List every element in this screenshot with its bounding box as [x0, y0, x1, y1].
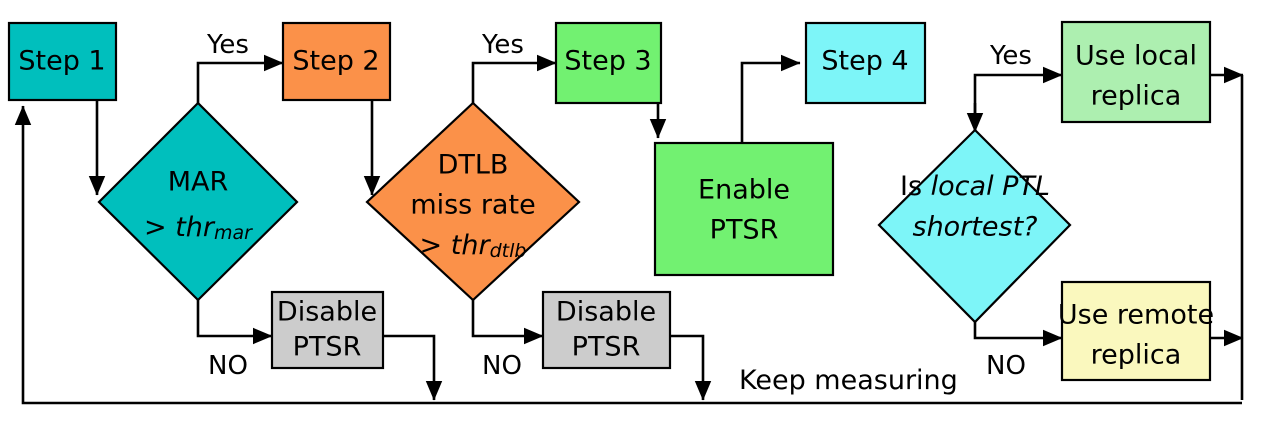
disable-ptsr-2-line2: PTSR: [572, 332, 641, 363]
step2-label: Step 2: [292, 46, 379, 77]
edge-mar-no-to-disable1: [196, 300, 273, 345]
edge-label-ptl-no: NO: [986, 351, 1026, 381]
step2-rect[interactable]: [281, 21, 392, 102]
mar-label-line1: MAR: [168, 167, 229, 198]
node-disable-ptsr-1[interactable]: Disable PTSR: [270, 290, 385, 370]
edge-label-dtlb-yes: Yes: [481, 30, 524, 60]
use-local-replica-line1: Use local: [1075, 41, 1197, 72]
enable-ptsr-line2: PTSR: [710, 215, 779, 246]
edge-label-dtlb-no: NO: [482, 351, 522, 381]
edge-dtlb-no-to-disable2: [471, 300, 544, 345]
edge-ptl-no-to-use-remote: [973, 322, 1063, 347]
edge-label-mar-no: NO: [208, 351, 248, 381]
use-remote-replica-rect[interactable]: [1060, 280, 1212, 382]
dtlb-label-line2: miss rate: [410, 190, 535, 221]
ptl-local-ptl: local PTL: [931, 171, 1050, 202]
edge-feedback-loop-to-step1: [14, 105, 1242, 405]
disable-ptsr-1-rect[interactable]: [270, 290, 385, 370]
edge-enable-ptsr-to-step4: [740, 54, 801, 143]
mar-gt-sign: >: [144, 212, 175, 243]
disable-ptsr-1-line2: PTSR: [293, 332, 362, 363]
node-mar-decision[interactable]: MAR > thrmar: [97, 101, 299, 302]
dtlb-gt-sign: >: [420, 230, 451, 261]
mar-thr-var: thr: [175, 212, 216, 243]
enable-ptsr-rect[interactable]: [653, 141, 835, 277]
edge-label-ptl-yes: Yes: [989, 41, 1032, 71]
step4-label: Step 4: [821, 46, 908, 77]
node-enable-ptsr[interactable]: Enable PTSR: [653, 141, 835, 277]
dtlb-thr-subscript: dtlb: [490, 240, 527, 262]
edge-ptl-yes-to-use-local: [973, 66, 1063, 133]
step1-rect[interactable]: [7, 21, 118, 102]
node-use-remote-replica[interactable]: Use remote replica: [1058, 280, 1214, 382]
mar-diamond[interactable]: [97, 101, 299, 302]
step1-label: Step 1: [18, 46, 105, 77]
edge-disable2-to-feedback: [670, 334, 712, 401]
ptl-diamond[interactable]: [877, 128, 1072, 324]
step3-label: Step 3: [564, 46, 651, 77]
node-step3[interactable]: Step 3: [554, 21, 663, 105]
edge-label-keep-measuring: Keep measuring: [739, 365, 958, 396]
use-remote-replica-line1: Use remote: [1058, 300, 1214, 331]
edge-disable1-to-feedback: [383, 334, 443, 401]
mar-thr-subscript: mar: [214, 222, 253, 244]
dtlb-label-line3: > thrdtlb: [420, 230, 527, 262]
node-ptl-decision[interactable]: Is local PTL shortest?: [877, 128, 1072, 324]
disable-ptsr-2-line1: Disable: [556, 297, 656, 328]
dtlb-label-line1: DTLB: [438, 150, 509, 181]
node-use-local-replica[interactable]: Use local replica: [1060, 20, 1212, 124]
ptl-label-line1: Is local PTL: [900, 171, 1050, 202]
node-step2[interactable]: Step 2: [281, 21, 392, 102]
mar-label-line2: > thrmar: [144, 212, 253, 244]
step3-rect[interactable]: [554, 21, 663, 105]
node-disable-ptsr-2[interactable]: Disable PTSR: [541, 290, 672, 370]
disable-ptsr-2-rect[interactable]: [541, 290, 672, 370]
edge-label-mar-yes: Yes: [206, 30, 249, 60]
enable-ptsr-line1: Enable: [698, 175, 790, 206]
edge-dtlb-yes-to-step3: [471, 54, 557, 103]
step4-rect[interactable]: [804, 21, 927, 105]
ptl-label-line2: shortest?: [913, 212, 1038, 243]
disable-ptsr-1-line1: Disable: [277, 297, 377, 328]
use-remote-replica-line2: replica: [1091, 340, 1182, 371]
node-dtlb-decision[interactable]: DTLB miss rate > thrdtlb: [365, 101, 581, 302]
use-local-replica-line2: replica: [1091, 81, 1182, 112]
dtlb-diamond[interactable]: [365, 101, 581, 302]
edge-mar-yes-to-step2: [196, 54, 284, 103]
ptl-is-prefix: Is: [900, 171, 931, 202]
dtlb-thr-var: thr: [451, 230, 492, 261]
node-step1[interactable]: Step 1: [7, 21, 118, 102]
use-local-replica-rect[interactable]: [1060, 20, 1212, 124]
node-step4[interactable]: Step 4: [804, 21, 927, 105]
